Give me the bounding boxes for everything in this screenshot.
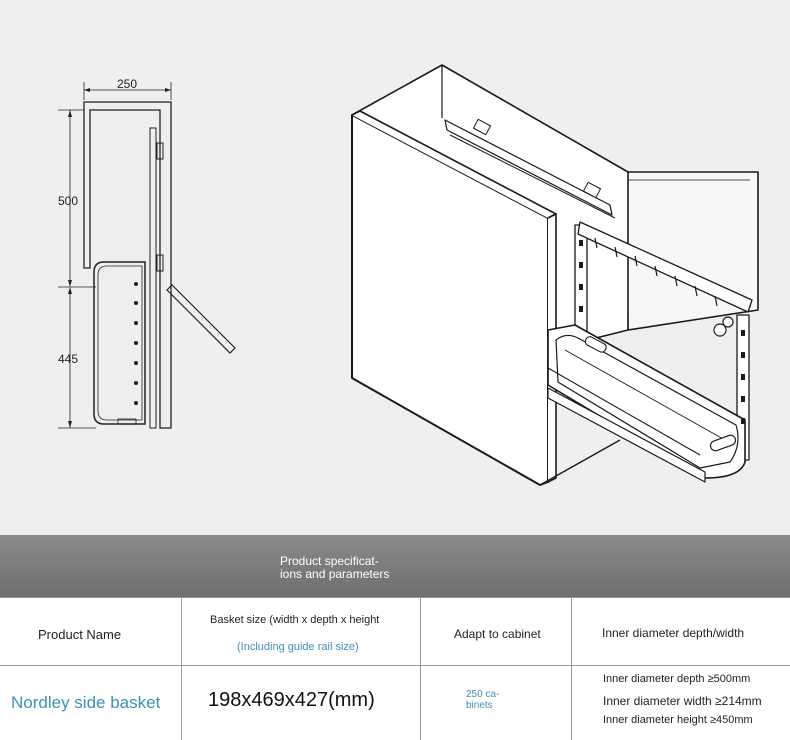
row-inner-height: Inner diameter height ≥450mm [603,714,753,726]
row-adapt-line2: binets [466,700,493,711]
row-basket-size: 198x469x427(mm) [208,689,375,711]
dim-upper-label: 500 [58,194,78,208]
technical-drawings: 250 500 445 [58,64,759,486]
side-view-drawing [58,82,236,429]
header-product-name: Product Name [38,627,122,642]
table-col-divider [571,597,572,740]
table-row-divider [0,665,790,666]
banner-title: Product specificat- ions and parameters [280,555,420,581]
table-col-divider [420,597,421,740]
header-basket-size: Basket size (width x depth x height [210,614,380,626]
header-adapt-cabinet: Adapt to cabinet [454,627,541,641]
row-inner-depth: Inner diameter depth ≥500mm [603,673,751,685]
isometric-cabinet-drawing [351,64,759,486]
row-adapt-cabinet: 250 ca- binets [466,689,516,711]
row-product-name: Nordley side basket [11,693,161,712]
dim-width-label: 250 [117,77,137,91]
frame-holes [579,240,745,424]
table-col-divider [181,597,182,740]
row-adapt-line1: 250 ca- [466,689,500,700]
dim-lower-label: 445 [58,352,78,366]
row-inner-width: Inner diameter width ≥214mm [603,694,762,708]
banner-title-line2: ions and parameters [280,567,390,581]
header-inner-diameter: Inner diameter depth/width [602,626,745,640]
spec-banner: Product specificat- ions and parameters [0,535,790,597]
table-border-top [0,597,790,598]
header-basket-size-note: (Including guide rail size) [237,641,359,653]
spec-table: Product Name Basket size (width x depth … [0,597,790,740]
banner-title-line1: Product specificat- [280,554,379,568]
